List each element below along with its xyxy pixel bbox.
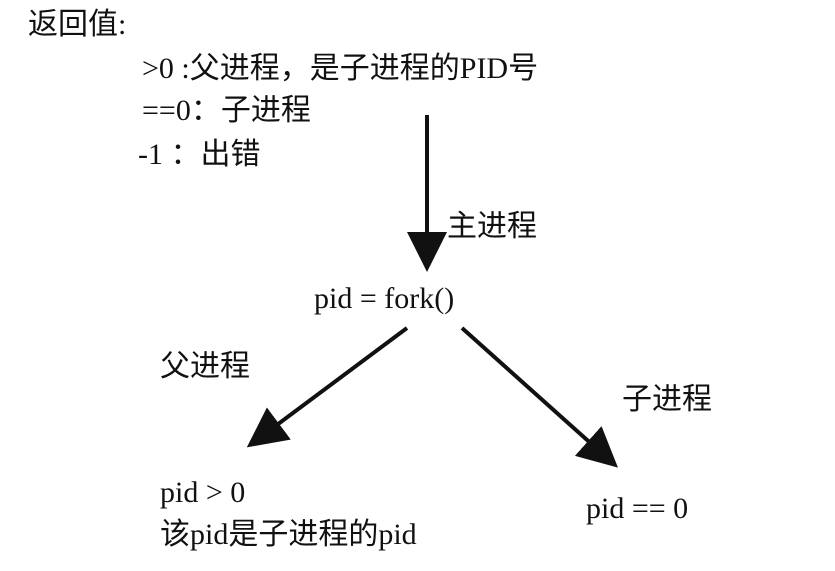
edge-label-child-process: 子进程 [622, 383, 712, 416]
child-result-node: pid == 0 [586, 492, 689, 525]
arrow-child-process [460, 326, 618, 468]
edge-label-main-process: 主进程 [447, 210, 537, 243]
return-value-error: -1 ：出错 [138, 138, 261, 171]
return-value-zero: ==0：子进程 [142, 94, 311, 127]
parent-result-node: pid > 0 [160, 476, 246, 509]
edge-label-parent-process: 父进程 [160, 350, 250, 383]
parent-result-note: 该pid是子进程的pid [160, 518, 417, 551]
arrow-parent-process [246, 326, 409, 448]
fork-call-node: pid = fork() [314, 282, 455, 315]
return-value-heading: 返回值: [28, 8, 127, 41]
return-value-positive: >0 :父进程，是子进程的PID号 [142, 52, 539, 85]
